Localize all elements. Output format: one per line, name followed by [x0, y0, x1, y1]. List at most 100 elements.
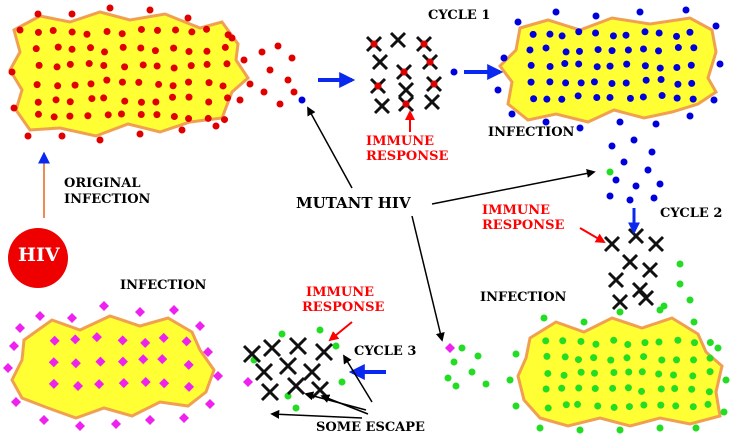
virus-dot: [137, 98, 145, 106]
virus-diamond: [49, 335, 60, 346]
virus-dot: [68, 45, 76, 53]
immune-cross: [288, 336, 308, 356]
virus-dot: [542, 44, 550, 52]
virus-diamond: [117, 356, 128, 367]
virus-dot: [639, 93, 647, 101]
virus-dot: [450, 68, 458, 76]
virus-diamond: [158, 332, 169, 343]
virus-dot: [101, 48, 109, 56]
virus-dot: [676, 260, 684, 268]
virus-diamond: [11, 397, 21, 407]
virus-dot: [546, 30, 554, 38]
virus-dot: [716, 60, 724, 68]
virus-dot: [686, 296, 694, 304]
virus-dot: [508, 110, 516, 118]
virus-dot: [576, 426, 584, 434]
virus-diamond: [140, 377, 151, 388]
cycle2-cell: [516, 316, 724, 428]
virus-diamond: [203, 347, 213, 357]
virus-dot: [576, 124, 584, 132]
virus-dot: [221, 43, 229, 51]
virus-dot: [84, 112, 92, 120]
virus-dot: [185, 78, 193, 86]
virus-dot: [648, 148, 656, 156]
virus-dot: [656, 64, 664, 72]
immune-cross: [371, 53, 389, 71]
virus-dot: [590, 354, 598, 362]
virus-dot: [170, 112, 178, 120]
immune-response-1-line1: IMMUNE: [366, 134, 434, 149]
virus-dot: [450, 358, 458, 366]
virus-dot: [650, 194, 658, 202]
immune-cross: [260, 382, 280, 402]
virus-dot: [690, 339, 698, 347]
virus-dot: [527, 78, 535, 86]
immune-cross: [286, 376, 306, 396]
virus-dot: [623, 354, 631, 362]
cycle3-immune-crosses: [242, 336, 334, 402]
virus-dot: [562, 401, 570, 409]
virus-dot: [85, 60, 93, 68]
virus-dot: [223, 60, 231, 68]
virus-dot: [546, 63, 554, 71]
immune-cross: [607, 271, 625, 289]
virus-dot: [606, 93, 614, 101]
immune-cross: [262, 338, 282, 358]
virus-dot: [673, 94, 681, 102]
virus-dot: [656, 424, 664, 432]
virus-diamond: [75, 421, 85, 431]
virus-dot: [644, 166, 652, 174]
virus-dot: [657, 76, 665, 84]
virus-dot: [706, 368, 714, 376]
virus-dot: [71, 81, 79, 89]
virus-dot: [624, 384, 632, 392]
virus-dot: [592, 12, 600, 20]
immune3-arrow: [328, 321, 353, 342]
virus-dot: [121, 97, 129, 105]
virus-dot: [205, 98, 213, 106]
immune-cross: [415, 35, 433, 53]
virus-dot: [608, 142, 616, 150]
virus-dot: [512, 402, 520, 410]
virus-dot: [574, 92, 582, 100]
immune-cross: [621, 253, 639, 271]
infection-label-top-right: INFECTION: [488, 125, 575, 140]
virus-dot: [607, 356, 615, 364]
virus-dot: [559, 337, 567, 345]
virus-dot: [620, 158, 628, 166]
virus-dot: [24, 132, 32, 140]
virus-dot: [672, 402, 680, 410]
virus-dot: [552, 8, 560, 16]
virus-dot: [240, 56, 248, 64]
virus-dot: [558, 32, 566, 40]
virus-diamond: [15, 323, 25, 333]
virus-diamond: [117, 335, 128, 346]
virus-dot: [544, 369, 552, 377]
virus-dot: [622, 31, 630, 39]
virus-dot: [500, 54, 508, 62]
virus-dot: [274, 42, 282, 50]
virus-dot: [656, 180, 664, 188]
virus-diamond: [95, 356, 106, 367]
virus-dot: [104, 111, 112, 119]
virus-dot: [292, 404, 300, 412]
virus-dot: [121, 63, 129, 71]
virus-dot: [87, 44, 95, 52]
virus-diamond: [138, 354, 149, 365]
virus-dot: [575, 47, 583, 55]
virus-dot: [139, 61, 147, 69]
immune-cross: [423, 93, 441, 111]
virus-dot: [640, 353, 648, 361]
virus-diamond: [243, 377, 253, 387]
virus-dot: [204, 114, 212, 122]
virus-dot: [706, 339, 714, 347]
virus-dot: [514, 18, 522, 26]
virus-dot: [284, 76, 292, 84]
immune-cross: [647, 235, 665, 253]
virus-diamond: [39, 415, 49, 425]
virus-dot: [290, 88, 298, 96]
immune-cross: [254, 362, 274, 382]
virus-dot: [622, 79, 630, 87]
virus-dot: [574, 400, 582, 408]
